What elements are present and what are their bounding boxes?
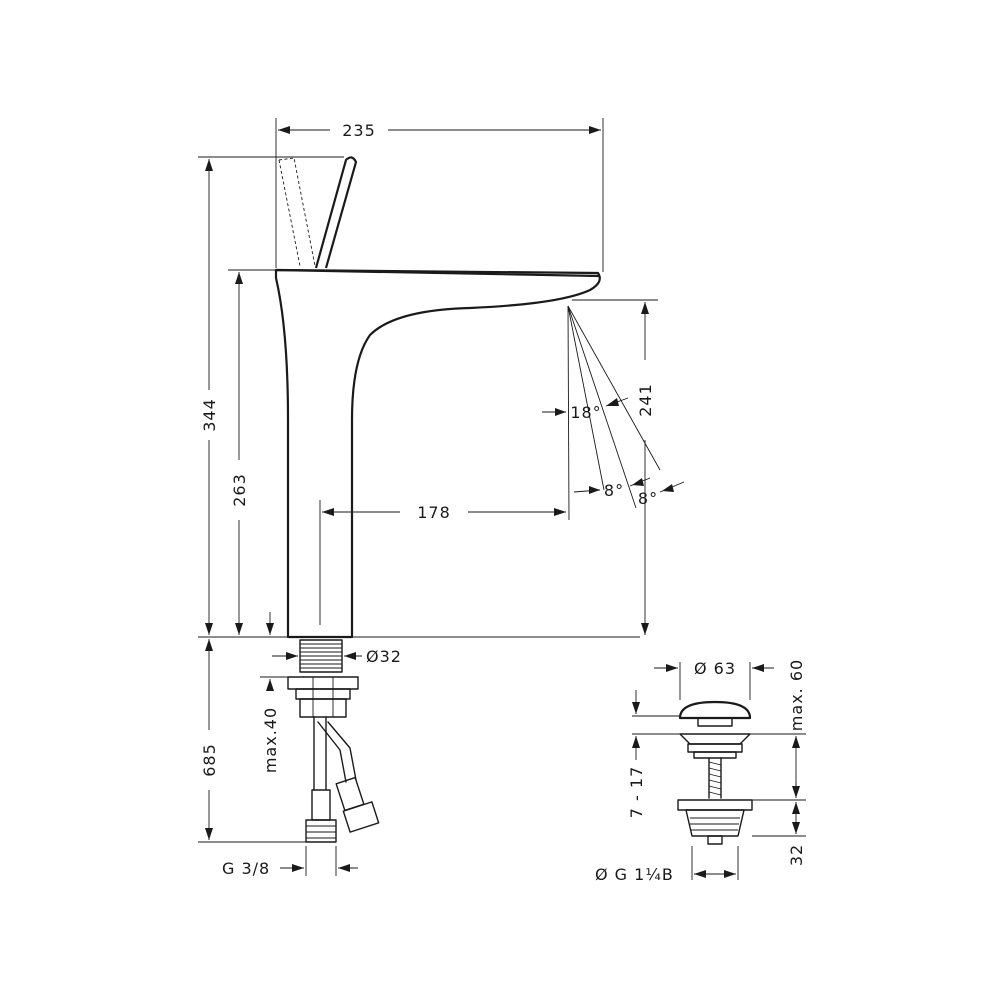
label-hose-length: 685: [200, 743, 219, 777]
label-shank-diameter: Ø32: [366, 647, 402, 666]
supply-hoses: [305, 716, 380, 843]
label-waste-thread: Ø G 1¼B: [595, 865, 674, 884]
label-waste-range: 7 - 17: [627, 766, 646, 818]
faucet-body: [274, 268, 601, 639]
label-angle-left: 8°: [604, 481, 624, 500]
lever-handle: [278, 156, 358, 269]
label-max-thickness: max.40: [261, 707, 280, 773]
dimension-lines: [198, 118, 806, 880]
label-reach: 178: [417, 503, 451, 522]
dimension-labels: 235 344 263 178 241 18° 8° 8° Ø32 max.40…: [200, 121, 806, 884]
label-angle-right: 8°: [638, 489, 658, 508]
label-width-total: 235: [342, 121, 376, 140]
label-hose-thread: G 3/8: [222, 859, 270, 878]
label-spout-clearance: 241: [636, 383, 655, 417]
label-waste-diameter: Ø 63: [694, 659, 736, 678]
label-angle-spray: 18°: [570, 403, 601, 422]
label-waste-height: 32: [787, 844, 806, 866]
label-height-spout: 263: [230, 473, 249, 507]
pop-up-waste: [677, 700, 753, 845]
label-waste-max: max. 60: [787, 659, 806, 731]
label-height-total: 344: [200, 398, 219, 432]
spray-cone: [567, 305, 661, 521]
threaded-shank: [287, 639, 359, 718]
